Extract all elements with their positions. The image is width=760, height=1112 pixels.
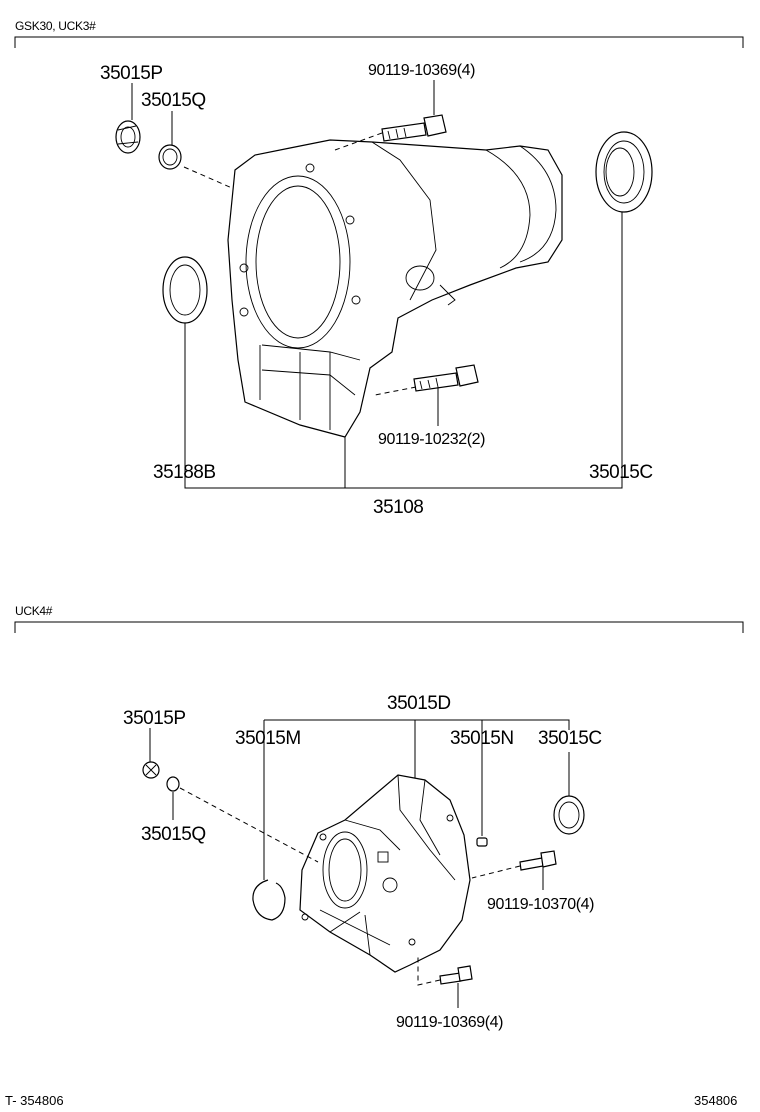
extension-housing-part	[227, 139, 563, 438]
label-bolt-bottom: 90119-10369(4)	[396, 1014, 503, 1031]
gasket-part	[166, 776, 180, 792]
label-housing: 35108	[373, 497, 423, 518]
label-seal-right: 35015C	[589, 462, 653, 483]
label-gasket: 35015Q	[141, 90, 206, 111]
label-drain-plug: 35015P	[123, 708, 186, 729]
drain-plug-part	[142, 761, 160, 779]
footer-left-code: T- 354806	[5, 1093, 64, 1108]
bolt-bottom-part	[439, 965, 473, 985]
label-drain-plug: 35015P	[100, 63, 163, 84]
bolt-bottom-part	[413, 364, 479, 392]
dash-bolt-right	[471, 865, 521, 879]
dash-bolt-bottom	[374, 386, 417, 396]
section-bracket	[14, 621, 744, 633]
section-heading: GSK30, UCK3#	[15, 19, 96, 33]
label-bolt-right: 90119-10370(4)	[487, 896, 594, 913]
transfer-housing-part	[299, 774, 471, 973]
gasket-part	[158, 144, 182, 170]
footer-right-code: 354806	[694, 1093, 737, 1108]
leader-bracket-housing	[184, 212, 623, 489]
label-gasket: 35015Q	[141, 824, 206, 845]
drain-plug-part	[115, 120, 141, 154]
snap-ring-part	[252, 879, 286, 921]
section-gsk30-uck3: GSK30, UCK3#	[14, 19, 744, 518]
bolt-top-part	[381, 114, 447, 142]
section-bracket	[14, 36, 744, 48]
oil-seal-left-part	[162, 256, 208, 324]
label-seal-left: 35188B	[153, 462, 216, 483]
bolt-right-part	[519, 850, 557, 871]
section-uck4: UCK4#	[14, 604, 744, 1031]
dash-gasket-housing	[179, 787, 319, 863]
section-heading: UCK4#	[15, 604, 53, 618]
label-housing: 35015D	[387, 693, 451, 714]
label-seal: 35015C	[538, 728, 602, 749]
oil-seal-part	[553, 795, 585, 835]
leader-bracket-top	[264, 719, 570, 730]
label-snap-ring: 35015M	[235, 728, 301, 749]
oil-seal-right-part	[595, 131, 653, 213]
dash-gasket-housing	[183, 166, 233, 189]
dash-bolt-bottom	[417, 955, 441, 986]
pin-part	[476, 837, 488, 847]
label-pin: 35015N	[450, 728, 514, 749]
label-bolt-top: 90119-10369(4)	[368, 62, 475, 79]
label-bolt-bottom: 90119-10232(2)	[378, 431, 485, 448]
